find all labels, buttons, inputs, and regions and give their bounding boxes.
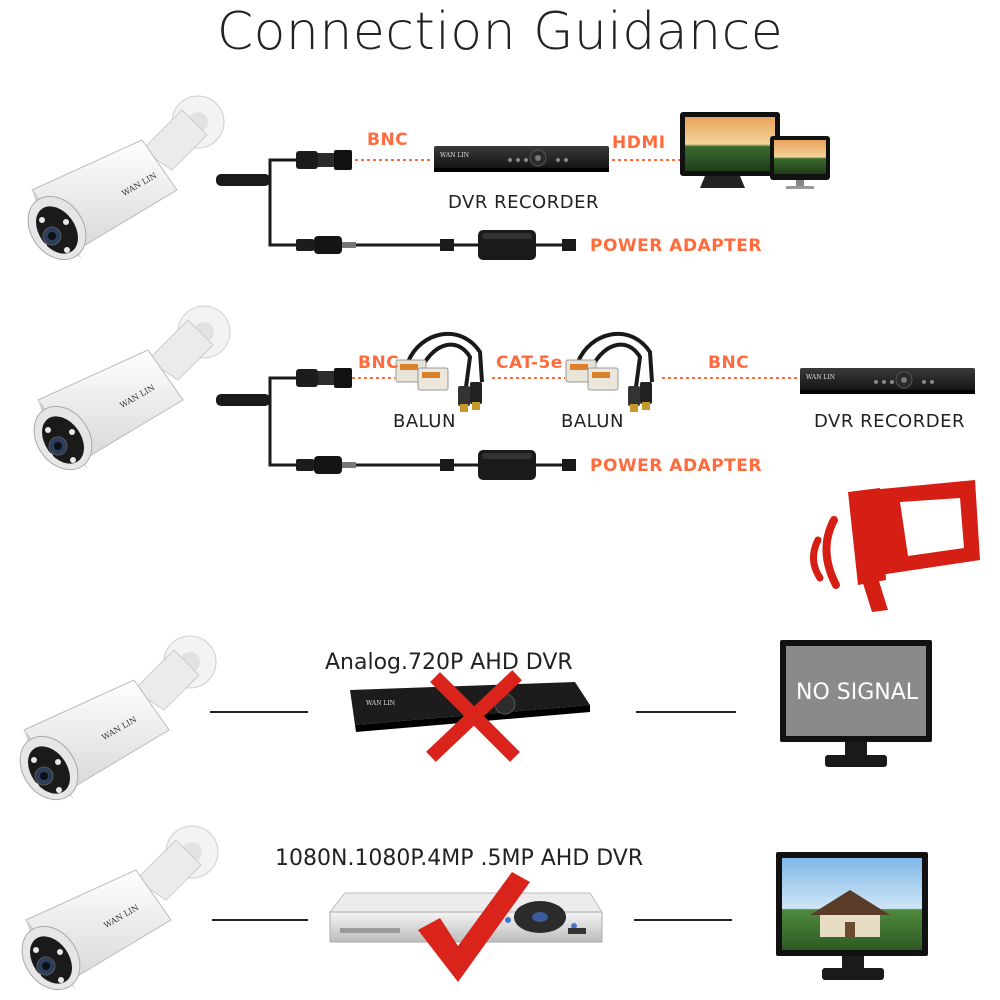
balun-right bbox=[564, 331, 654, 414]
balun-label-right: BALUN bbox=[561, 411, 624, 432]
bnc-label-2-right: BNC bbox=[708, 353, 750, 373]
diagram-1 bbox=[15, 95, 830, 272]
monitors-1 bbox=[680, 112, 830, 189]
monitor-picture bbox=[776, 852, 928, 980]
bullet-camera-3 bbox=[7, 635, 217, 812]
dc-plug-1 bbox=[296, 236, 356, 254]
balun-label-left: BALUN bbox=[393, 411, 456, 432]
monitor-no-signal bbox=[780, 640, 932, 767]
dvr-recorder-label-2: DVR RECORDER bbox=[814, 411, 965, 432]
ahd-dvr-label: 1080N.1080P.4MP .5MP AHD DVR bbox=[275, 846, 644, 871]
bnc-label-1: BNC bbox=[367, 130, 409, 150]
power-adapter-2 bbox=[478, 450, 536, 480]
diagram-2 bbox=[21, 305, 976, 482]
no-signal-text: NO SIGNAL bbox=[796, 680, 919, 705]
cat5e-label: CAT-5e bbox=[496, 353, 563, 373]
page-title: Connection Guidance bbox=[216, 2, 784, 62]
dvr-brand-1: WAN LIN bbox=[440, 152, 469, 159]
dvr-brand-2: WAN LIN bbox=[806, 374, 835, 381]
compatible-row bbox=[9, 825, 928, 1000]
incompatible-cross-icon bbox=[426, 670, 522, 762]
power-adapter-label-2: POWER ADAPTER bbox=[590, 456, 762, 476]
power-adapter-label-1: POWER ADAPTER bbox=[590, 236, 762, 256]
compatible-check-icon bbox=[418, 872, 530, 982]
bnc-connector-2 bbox=[296, 368, 352, 388]
analog-dvr-label: Analog.720P AHD DVR bbox=[325, 650, 573, 675]
hdmi-label: HDMI bbox=[612, 133, 666, 153]
dvr-recorder-2 bbox=[799, 367, 976, 395]
megaphone-icon bbox=[810, 480, 980, 612]
bullet-camera-1 bbox=[15, 95, 225, 272]
incompatible-row bbox=[7, 635, 932, 812]
dvr-brand-3: WAN LIN bbox=[366, 700, 395, 707]
bullet-camera-2 bbox=[21, 305, 231, 482]
dvr-recorder-1 bbox=[433, 145, 610, 173]
dc-plug-2 bbox=[296, 456, 356, 474]
bnc-connector-1 bbox=[296, 150, 352, 170]
power-adapter-1 bbox=[478, 230, 536, 260]
ahd-dvr bbox=[328, 892, 603, 943]
balun-left bbox=[394, 331, 484, 414]
dvr-recorder-label-1: DVR RECORDER bbox=[448, 192, 599, 213]
bullet-camera-4 bbox=[9, 825, 219, 1000]
bnc-label-2-left: BNC bbox=[358, 353, 400, 373]
